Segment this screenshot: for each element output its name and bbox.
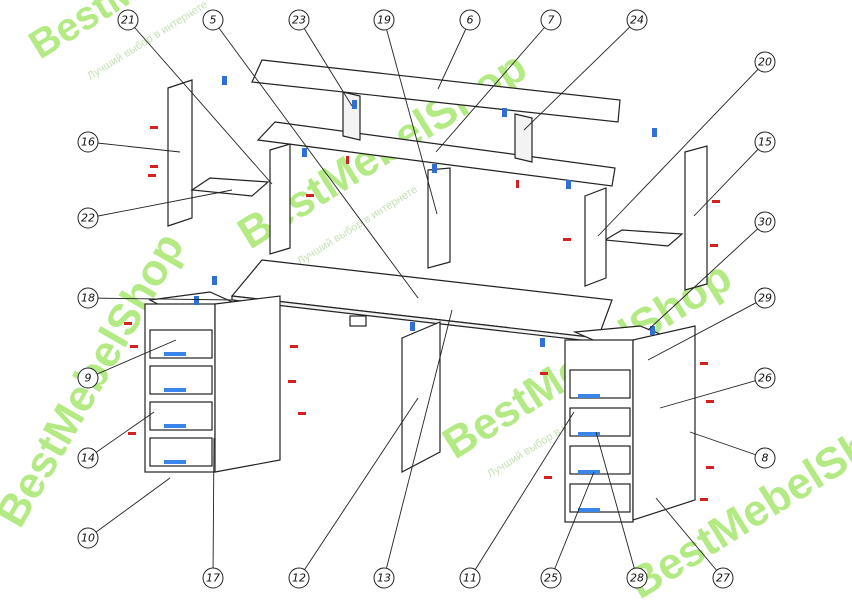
right-pedestal-side-8	[632, 325, 696, 521]
right-side-shelf	[584, 145, 708, 291]
svg-text:22: 22	[81, 212, 95, 225]
left-small-shelf-22	[190, 177, 270, 197]
right-drawer-front-1	[569, 369, 631, 399]
middle-shelf-7	[256, 121, 616, 187]
right-drawer-handle-4	[578, 508, 600, 512]
svg-text:18: 18	[81, 292, 95, 305]
svg-text:13: 13	[377, 572, 391, 585]
left-side-shelf	[167, 79, 270, 227]
callout-23: 23	[288, 9, 310, 31]
svg-text:7: 7	[548, 14, 555, 27]
right-drawer-handle-2	[578, 432, 600, 436]
svg-text:24: 24	[630, 14, 644, 27]
left-side-panel-16	[167, 79, 193, 227]
callout-28: 28	[626, 567, 648, 589]
svg-text:17: 17	[206, 572, 220, 585]
svg-text:29: 29	[758, 292, 772, 305]
callout-20: 20	[754, 51, 776, 73]
callout-6: 6	[459, 9, 481, 31]
left-shelf-stand-5	[269, 143, 291, 255]
callout-7: 7	[540, 9, 562, 31]
left-drawer-handle-3	[164, 424, 186, 428]
callout-27: 27	[712, 567, 734, 589]
callout-8: 8	[754, 447, 776, 469]
left-drawer-pedestal	[144, 291, 281, 473]
callout-9: 9	[77, 367, 99, 389]
callout-15: 15	[754, 131, 776, 153]
callout-26: 26	[754, 367, 776, 389]
right-drawer-handle-3	[578, 470, 600, 474]
right-drawer-front-2	[569, 407, 631, 437]
callout-17: 17	[202, 567, 224, 589]
top-shelf-6	[251, 59, 621, 123]
svg-text:12: 12	[292, 572, 306, 585]
callout-21: 21	[117, 9, 139, 31]
shelf-support-19	[427, 167, 451, 269]
callout-13: 13	[373, 567, 395, 589]
callout-19: 19	[373, 9, 395, 31]
part-callouts: 21 5 23 19 6 7 24 20 16 15 22 30 18 29 9…	[77, 9, 776, 589]
callout-25: 25	[540, 567, 562, 589]
svg-text:20: 20	[758, 56, 772, 69]
shelf-divider-24	[514, 113, 533, 163]
left-drawer-handle-4	[164, 460, 186, 464]
svg-text:9: 9	[85, 372, 92, 385]
svg-text:6: 6	[467, 14, 474, 27]
callout-22: 22	[77, 207, 99, 229]
callout-10: 10	[77, 527, 99, 549]
svg-text:11: 11	[463, 572, 477, 585]
desk-top-18	[230, 259, 613, 339]
svg-text:26: 26	[758, 372, 772, 385]
svg-text:5: 5	[210, 14, 217, 27]
blue-corner-brackets	[194, 76, 657, 347]
right-drawer-handle-1	[578, 394, 600, 398]
right-drawer-pedestal	[564, 325, 696, 523]
svg-text:30: 30	[758, 216, 772, 229]
svg-text:8: 8	[762, 452, 769, 465]
svg-text:25: 25	[544, 572, 558, 585]
left-drawer-handle-1	[164, 352, 186, 356]
desk-top-assembly	[230, 259, 613, 473]
right-shelf-stand-20	[584, 187, 607, 287]
svg-text:14: 14	[81, 452, 95, 465]
callout-5: 5	[202, 9, 224, 31]
callout-18: 18	[77, 287, 99, 309]
fasteners	[124, 76, 720, 501]
svg-text:16: 16	[81, 136, 95, 149]
callout-24: 24	[626, 9, 648, 31]
callout-11: 11	[459, 567, 481, 589]
left-drawer-handle-2	[164, 388, 186, 392]
svg-text:15: 15	[758, 136, 772, 149]
red-confirmat-screws	[124, 126, 720, 501]
left-pedestal-side-14	[214, 295, 281, 473]
svg-text:21: 21	[121, 14, 135, 27]
svg-text:23: 23	[292, 14, 306, 27]
right-small-shelf	[603, 229, 684, 247]
shelf-divider-23	[342, 91, 361, 141]
svg-text:28: 28	[630, 572, 644, 585]
right-side-panel-15	[684, 145, 708, 291]
svg-text:19: 19	[377, 14, 391, 27]
callout-12: 12	[288, 567, 310, 589]
modesty-strip	[349, 315, 367, 327]
callout-30: 30	[754, 211, 776, 233]
callout-14: 14	[77, 447, 99, 469]
center-leg-panel-12	[401, 321, 441, 473]
leader-lines	[87, 19, 766, 579]
right-drawer-front-3	[569, 445, 631, 475]
svg-text:27: 27	[716, 572, 730, 585]
callout-16: 16	[77, 131, 99, 153]
callout-29: 29	[754, 287, 776, 309]
svg-text:10: 10	[81, 532, 95, 545]
